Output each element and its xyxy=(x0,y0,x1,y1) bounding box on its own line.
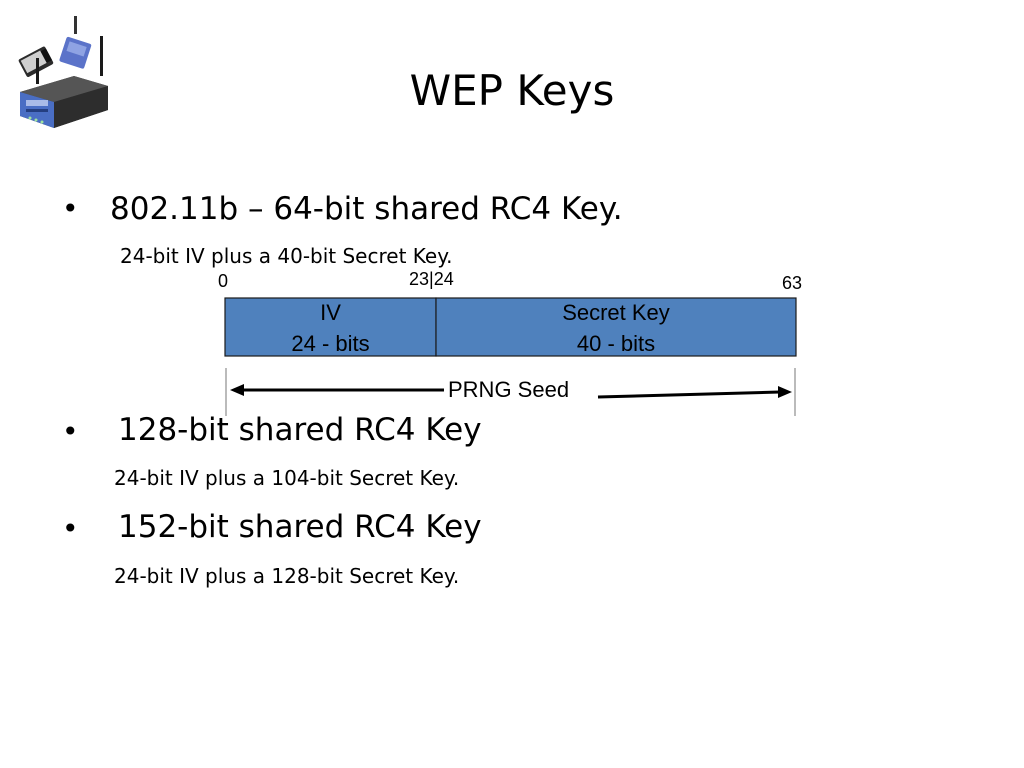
sub-bullet-text: 24-bit IV plus a 40-bit Secret Key. xyxy=(120,244,453,268)
secret-key-field-box xyxy=(435,297,797,357)
prng-seed-label: PRNG Seed xyxy=(448,377,570,402)
iv-field-label: IV xyxy=(320,300,341,325)
bullet-marker: • xyxy=(62,512,79,545)
sub-bullet-text: 24-bit IV plus a 104-bit Secret Key. xyxy=(114,466,460,490)
bit-label-end: 63 xyxy=(782,273,803,293)
router-logo-icon xyxy=(14,14,112,130)
bullet-marker: • xyxy=(62,192,79,225)
bullet-text: 128-bit shared RC4 Key xyxy=(118,412,482,448)
sub-bullet-text: 24-bit IV plus a 128-bit Secret Key. xyxy=(114,564,460,588)
iv-field-box xyxy=(224,297,437,357)
bullet-text: 152-bit shared RC4 Key xyxy=(118,509,482,545)
bullet-text: 802.11b – 64-bit shared RC4 Key. xyxy=(110,191,623,227)
bullet-marker: • xyxy=(62,415,79,448)
slide-title: WEP Keys xyxy=(409,66,615,115)
secret-key-field-size: 40 - bits xyxy=(576,331,656,356)
bit-label-boundary: 23|24 xyxy=(409,269,454,289)
bit-label-start: 0 xyxy=(218,271,229,291)
secret-key-field-label: Secret Key xyxy=(562,300,670,325)
seed-right-arrow xyxy=(597,390,781,399)
iv-field-size: 24 - bits xyxy=(291,331,370,356)
